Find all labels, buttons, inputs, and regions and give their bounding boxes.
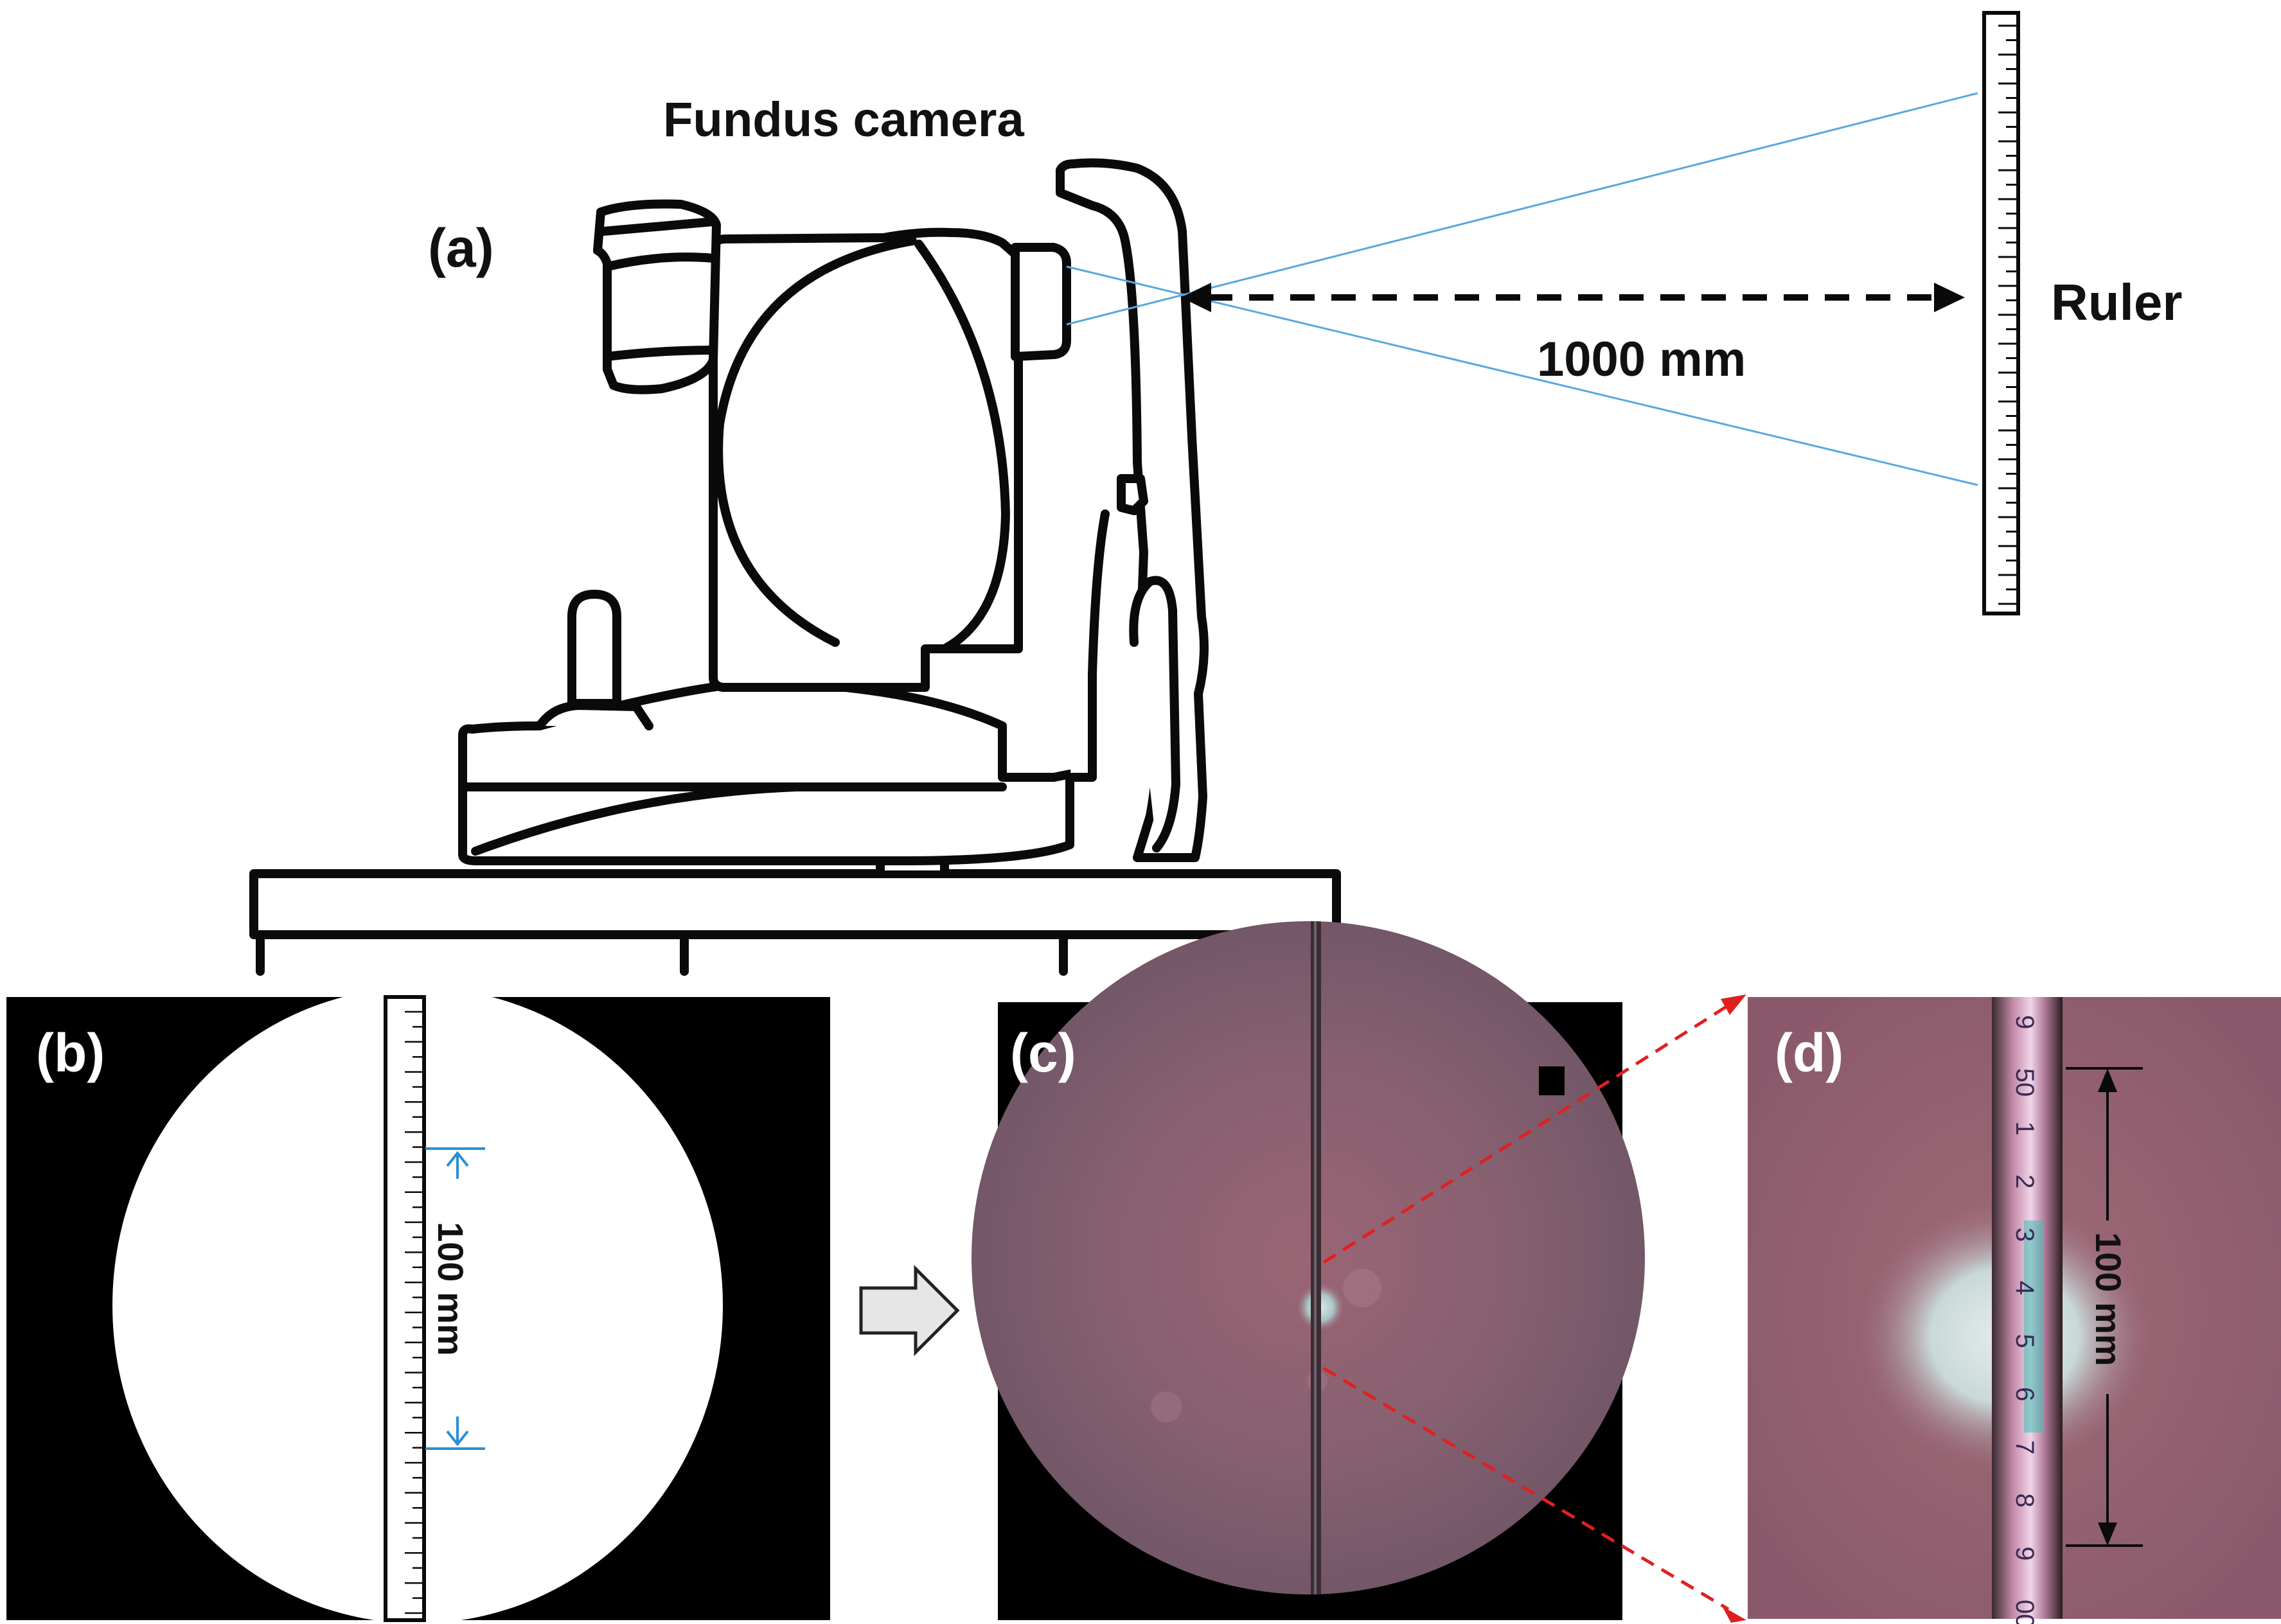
panel-d-label: (d) xyxy=(1775,1023,1843,1083)
measure-b xyxy=(425,1147,485,1450)
panel-d: 9 50 1 2 3 4 5 6 7 8 9 00 (d) 100 mm xyxy=(1748,997,2281,1624)
rod-digit: 4 xyxy=(2010,1281,2039,1295)
camera-body xyxy=(709,227,1023,692)
rod-digit: 2 xyxy=(2010,1174,2039,1188)
fundus-image-circle xyxy=(972,921,1645,1594)
lens-barrel xyxy=(1011,243,1071,361)
distance-arrow xyxy=(1181,283,1965,312)
fundus-camera-label: Fundus camera xyxy=(663,93,1024,147)
zoom-arrows xyxy=(1322,1003,1730,1611)
panel-a-label: (a) xyxy=(428,218,494,278)
zoom-arrowhead-top xyxy=(1721,994,1746,1015)
measure-d-label: 100 mm xyxy=(2088,1232,2129,1366)
rod-digit: 6 xyxy=(2010,1387,2039,1401)
rod-digit: 1 xyxy=(2010,1121,2039,1135)
camera-display xyxy=(593,199,721,394)
right-arrow xyxy=(859,1264,960,1357)
rod-digit: 8 xyxy=(2010,1494,2039,1508)
rod-digit: 7 xyxy=(2010,1440,2039,1454)
table xyxy=(249,869,1341,939)
rod-digit: 3 xyxy=(2010,1228,2039,1242)
sight-lines xyxy=(1066,92,1978,486)
rod-digits: 9 50 1 2 3 4 5 6 7 8 9 00 xyxy=(2010,1015,2039,1624)
panel-c: (c) xyxy=(972,921,1645,1620)
panel-a: (a) Fundus camera xyxy=(249,11,2183,976)
rod-digit: 00 xyxy=(2010,1600,2039,1624)
ruler xyxy=(1982,11,2020,615)
rod-digit: 50 xyxy=(2010,1068,2039,1097)
measure-d xyxy=(2066,1067,2143,1547)
joystick xyxy=(567,590,621,708)
zoom-arrowhead-bottom xyxy=(1722,1606,1746,1623)
panel-b: (b) 100 mm xyxy=(6,987,830,1623)
rod-digit: 9 xyxy=(2010,1546,2039,1560)
panel-c-label: (c) xyxy=(1010,1023,1076,1083)
distance-label: 1000 mm xyxy=(1537,332,1746,387)
measure-b-label: 100 mm xyxy=(430,1222,471,1356)
ruler-ticks-b xyxy=(405,1011,424,1614)
ruler-label: Ruler xyxy=(2051,274,2183,331)
fundus-camera-drawing xyxy=(249,158,1341,976)
rod-digit: 5 xyxy=(2010,1334,2039,1348)
panel-b-label: (b) xyxy=(36,1023,105,1083)
rod-digit: 9 xyxy=(2010,1015,2039,1029)
